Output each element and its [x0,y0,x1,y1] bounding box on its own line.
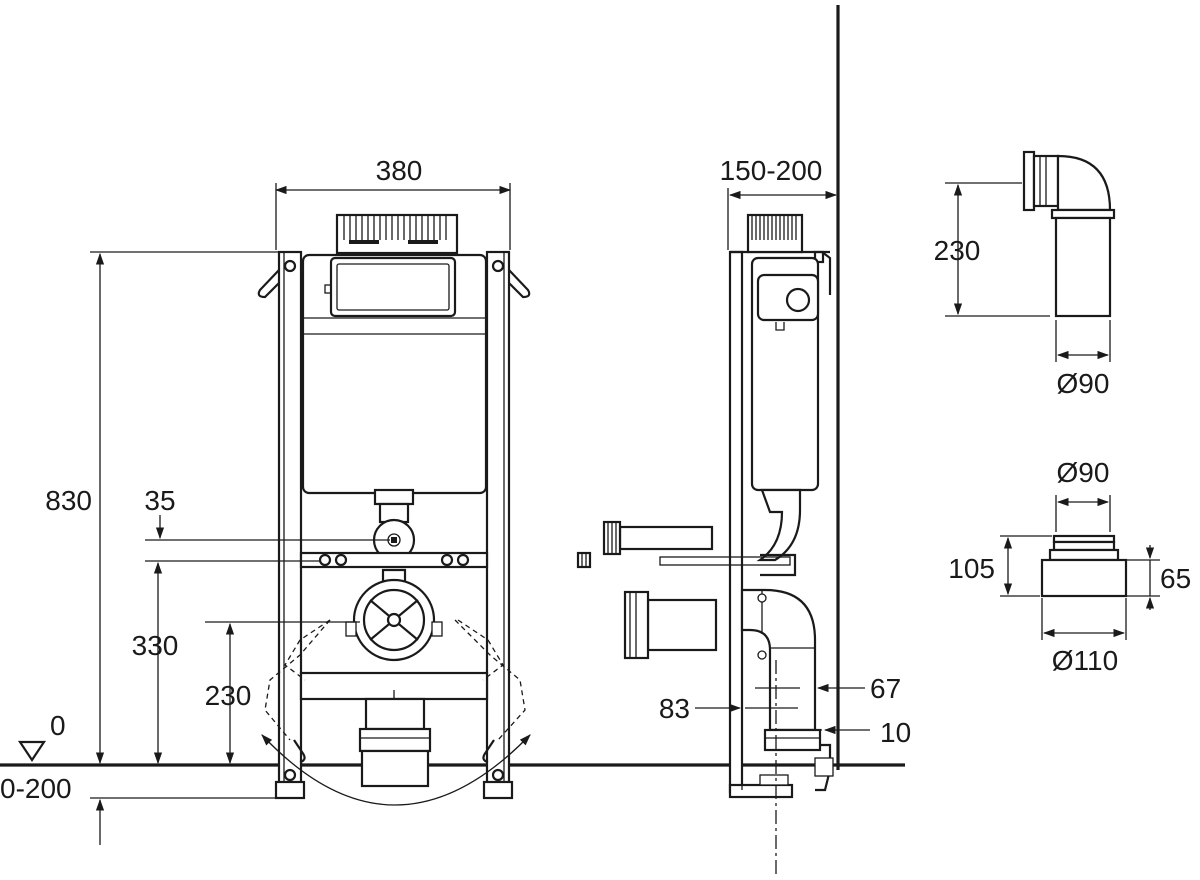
side-frame [728,250,744,794]
frame-leg-left [277,250,303,799]
dim-width-label: 380 [376,155,423,186]
bend-height-label: 230 [934,235,981,266]
bend-elbow [1056,154,1112,212]
dim-wall-depth-label: 150-200 [720,155,823,186]
wall-bracket-left [257,269,280,299]
waste-bend [740,588,817,732]
front-view: 380 830 35 330 230 0 0-200 [0,155,531,845]
dim-67-label: 67 [870,673,901,704]
dim-adjust-label: 0-200 [0,773,72,804]
frame-crossbar [299,551,489,569]
bend-straight [1054,216,1112,318]
bend-diameter-label: Ø90 [1057,368,1110,399]
reducer-body [1040,558,1128,598]
flush-pipe-piece [618,525,714,551]
service-cover [335,213,459,255]
reducer-bottom-diameter-label: Ø110 [1052,645,1118,676]
reducer-height-total-label: 105 [948,553,995,584]
bend-detail: 230 Ø90 [934,150,1116,399]
dim-35-label: 35 [144,485,175,516]
flush-opening [329,256,457,318]
dim-230-label: 230 [205,680,252,711]
frame-leg-right [485,250,511,799]
dim-height-label: 830 [45,485,92,516]
dim-10-label: 10 [880,717,911,748]
floor-level-label: 0 [50,710,66,741]
wall-bracket-right [508,269,531,299]
rotation-arc [261,734,531,806]
reducer-detail: Ø90 105 65 Ø110 [948,457,1191,676]
dim-330-label: 330 [132,630,179,661]
threaded-rod [659,556,791,566]
reducer-height-body-label: 65 [1160,563,1191,594]
dim-83-label: 83 [659,693,690,724]
pan-outline-dashed [264,619,331,741]
waste-pipe-piece [646,598,718,652]
reducer-top-diameter-label: Ø90 [1057,457,1110,488]
soil-pipe [364,697,426,731]
side-view: 150-200 67 83 10 [576,155,911,875]
floor-level-symbol [17,740,47,762]
